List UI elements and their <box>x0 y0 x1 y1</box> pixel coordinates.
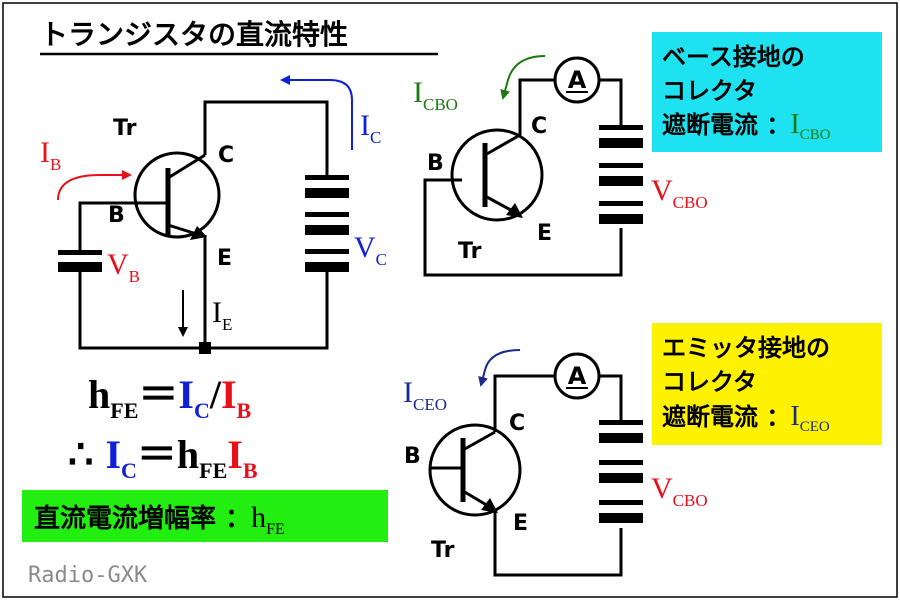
tr-collector-lead-ceo <box>462 430 496 452</box>
ceo-battery <box>599 420 643 523</box>
tr-label-ceo: Tr <box>431 538 455 563</box>
cbo-desc-line2: コレクタ <box>662 77 757 105</box>
cbo-battery <box>599 125 643 224</box>
ceo-meter-label: A <box>568 362 587 390</box>
base-label-ceo: B <box>404 444 421 469</box>
tr-circle-ceo <box>428 423 522 517</box>
cbo-collector-wire <box>518 78 555 135</box>
ceo-description-box <box>652 323 882 445</box>
collector-label-cbo: C <box>531 114 547 139</box>
cbo-meter-label: A <box>568 66 587 94</box>
cbo-description-box <box>652 32 882 152</box>
vc-label: VC <box>354 231 387 269</box>
ic-arrow <box>280 75 353 150</box>
base-label-main: B <box>108 203 125 228</box>
cbo-return-wire <box>423 178 623 277</box>
ceo-desc-line3: 遮断電流 ：ICEO <box>662 401 830 435</box>
cbo-meter-right-wire <box>599 78 623 125</box>
cbo-circuit <box>423 56 623 277</box>
hfe-name-box <box>22 490 388 542</box>
emitter-label-main: E <box>217 246 232 271</box>
ceo-meter-right-wire <box>599 374 623 420</box>
vb-battery <box>58 250 102 272</box>
vcbo-label-top: VCBO <box>651 174 708 212</box>
iceo-arrow <box>478 349 521 387</box>
tr-circle-main <box>133 151 221 239</box>
collector-label-main: C <box>218 143 234 168</box>
footer-brand: Radio-GXK <box>28 563 148 588</box>
tr-emitter-arrow-main <box>190 226 207 240</box>
ceo-meter-circle <box>553 352 601 400</box>
tr-collector-lead-main <box>167 153 206 180</box>
junction-dot <box>199 342 211 354</box>
collector-wire <box>203 100 329 175</box>
formula-hfe-definition: hFE＝IC/IB <box>88 372 252 423</box>
tr-emitter-arrow-ceo <box>481 498 498 513</box>
base-wire <box>78 201 168 250</box>
iceo-label: ICEO <box>403 376 447 414</box>
vb-label: VB <box>107 248 140 286</box>
tr-emitter-arrow-cbo <box>506 203 523 218</box>
tr-collector-lead-cbo <box>484 133 521 157</box>
ie-label: IE <box>212 296 232 334</box>
vc-battery <box>305 175 349 272</box>
cbo-desc-line3: 遮断電流 ：ICBO <box>662 109 831 143</box>
ceo-collector-wire <box>493 374 555 432</box>
ic-label: IC <box>360 109 381 147</box>
cbo-desc-line1: ベース接地の <box>662 43 805 71</box>
vcbo-label-bottom: VCBO <box>651 472 708 510</box>
emitter-label-cbo: E <box>537 221 552 246</box>
page-title: トランジスタの直流特性 <box>40 18 348 51</box>
ceo-desc-line1: エミッタ接地の <box>662 334 830 362</box>
icbo-label: ICBO <box>413 76 458 114</box>
ceo-desc-line2: コレクタ <box>662 368 757 396</box>
emitter-label-ceo: E <box>513 511 528 536</box>
tr-circle-cbo <box>450 128 544 222</box>
ib-label: IB <box>40 136 61 174</box>
ib-arrow <box>57 170 132 201</box>
ceo-return-wire <box>493 510 623 577</box>
cbo-meter-circle <box>553 56 601 104</box>
hfe-name-label: 直流電流増幅率 ：hFE <box>34 501 285 538</box>
base-label-cbo: B <box>427 151 444 176</box>
tr-label-main: Tr <box>113 116 137 141</box>
ceo-circuit <box>428 352 623 577</box>
collector-label-ceo: C <box>509 411 525 436</box>
icbo-arrow <box>500 55 546 100</box>
formula-ic-relation: ∴IC＝hFEIB <box>68 432 258 483</box>
tr-label-cbo: Tr <box>458 239 482 264</box>
